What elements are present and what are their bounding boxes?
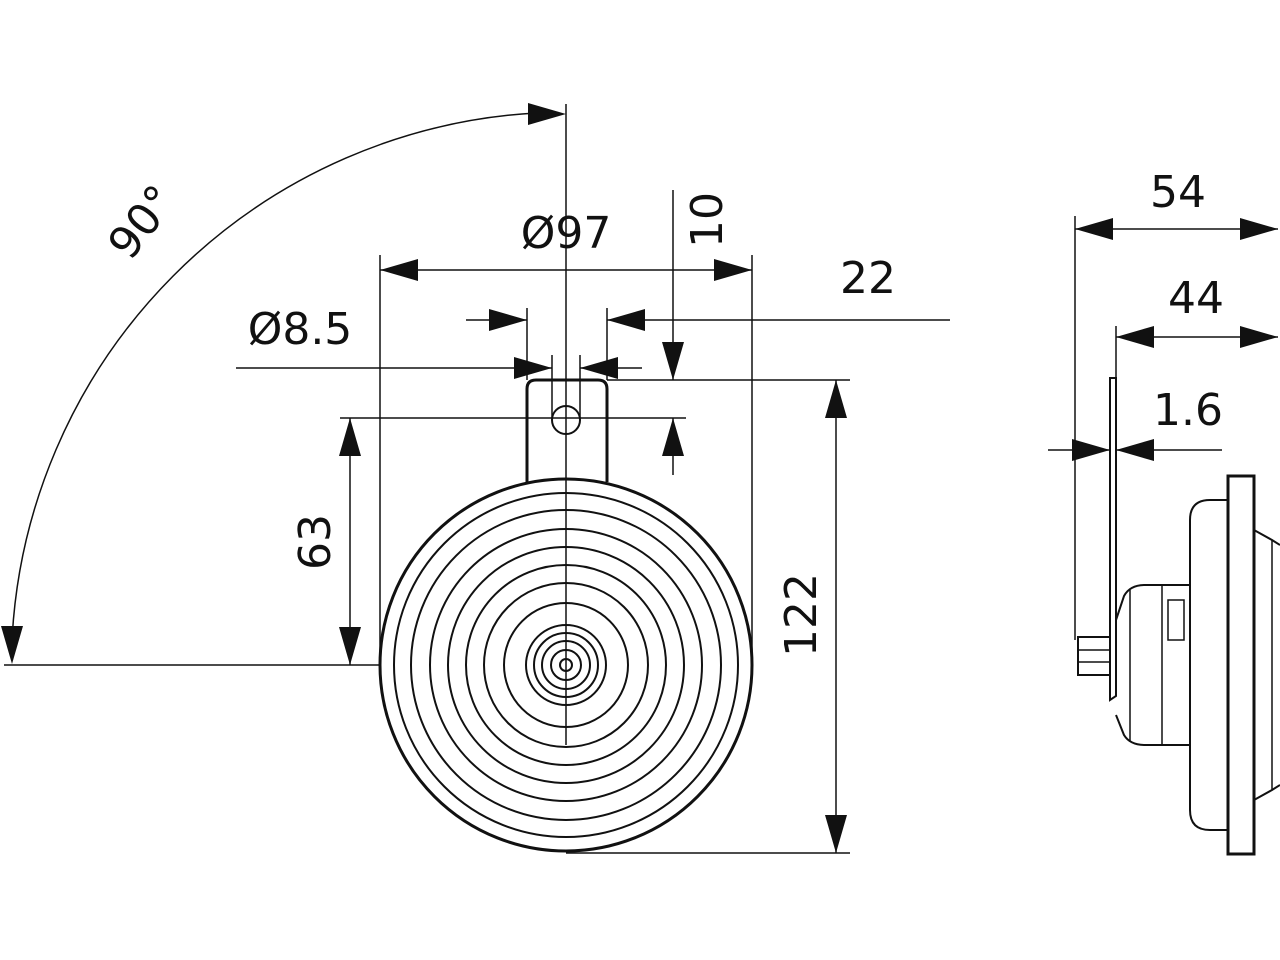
arrowhead	[662, 418, 684, 456]
mounting-bracket	[525, 378, 609, 482]
arrowhead	[1, 626, 23, 664]
outer-diameter-label: Ø97	[521, 208, 612, 259]
arrowhead	[825, 380, 847, 418]
arrowhead	[580, 357, 618, 379]
arrowhead	[1116, 326, 1154, 348]
arrowhead	[825, 815, 847, 853]
arrowhead	[339, 418, 361, 456]
arrowhead	[1240, 218, 1278, 240]
arrowhead	[1116, 439, 1154, 461]
side-bolt	[1077, 636, 1111, 676]
side-front-rim	[1226, 474, 1256, 856]
angle-label: 90°	[98, 176, 186, 269]
side-dimensions: 54 44 1.6	[1048, 167, 1278, 640]
arrowhead	[339, 627, 361, 665]
center-height-label: 63	[290, 514, 341, 570]
arrowhead	[514, 357, 552, 379]
side-bracket	[1109, 377, 1117, 702]
side-grille	[1253, 529, 1280, 801]
side-terminal	[1167, 599, 1185, 641]
angle-arc	[11, 112, 537, 641]
arrowhead	[662, 342, 684, 380]
body-depth-label: 44	[1168, 273, 1224, 324]
arrowhead	[714, 259, 752, 281]
side-main-body	[1189, 499, 1229, 831]
arrowhead	[1240, 326, 1278, 348]
arrowhead	[380, 259, 418, 281]
total-height-label: 122	[776, 573, 827, 657]
bracket-width-label: 22	[840, 253, 896, 304]
bracket-offset-label: 10	[682, 192, 733, 248]
arrowhead	[489, 309, 527, 331]
arrowhead	[1075, 218, 1113, 240]
front-dimensions: 90° Ø97 22 Ø8.5 10 6	[1, 103, 950, 854]
hole-diameter-label: Ø8.5	[248, 304, 353, 355]
arrowhead	[607, 309, 645, 331]
arrowhead	[528, 103, 566, 125]
bracket-thickness-label: 1.6	[1153, 385, 1223, 436]
side-rear-body	[1115, 584, 1191, 746]
arrowhead	[1072, 439, 1110, 461]
total-depth-label: 54	[1150, 167, 1206, 218]
front-view	[378, 104, 754, 853]
side-view	[1077, 377, 1280, 856]
